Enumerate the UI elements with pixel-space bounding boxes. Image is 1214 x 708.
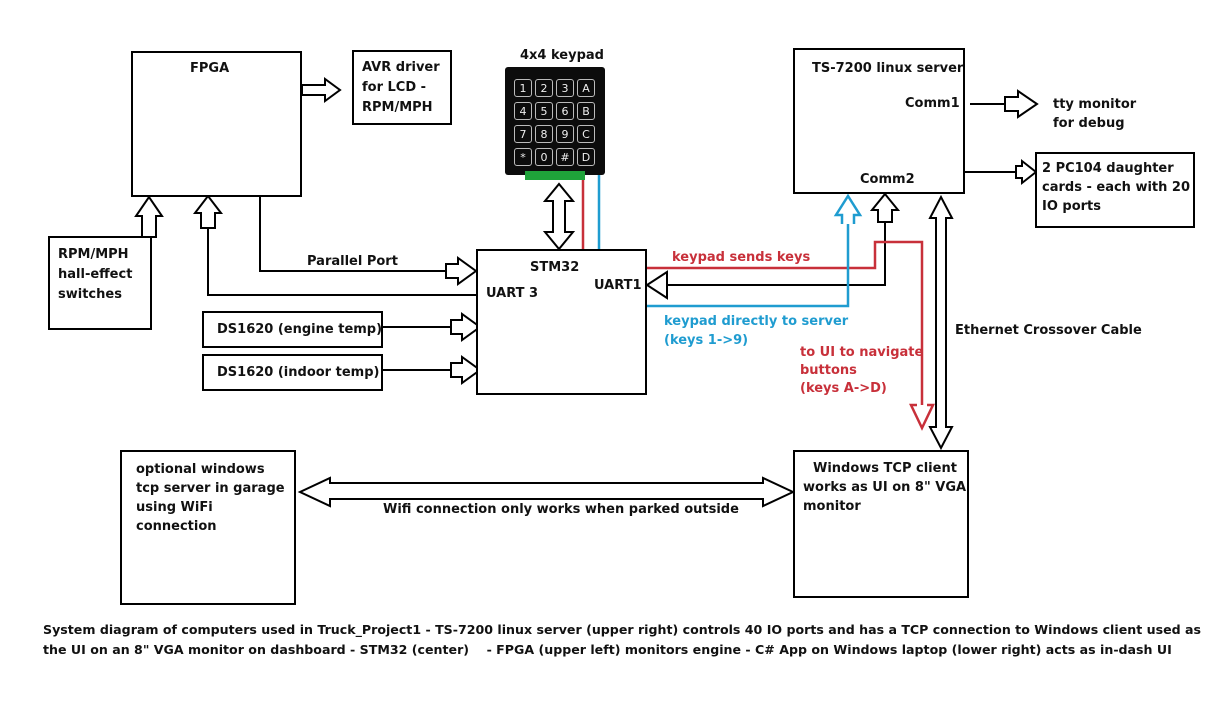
caption-line-1: System diagram of computers used in Truc… [43,622,1202,637]
optional-server-line-3: using WiFi [136,500,213,515]
tty-line-1: tty monitor [1053,97,1137,112]
optional-server-line-2: tcp server in garage [136,481,285,496]
tty-line-2: for debug [1053,116,1125,131]
rpm-line-3: switches [58,287,122,302]
keypad-sends-keys-label: keypad sends keys [672,250,811,265]
to-ui-line-3: (keys A->D) [800,381,887,396]
arrow-indoor-temp [450,355,482,385]
keypad-key: 8 [535,125,553,143]
windows-client-line-2: works as UI on 8" VGA [803,480,967,495]
keypad-key: * [514,148,532,166]
pc104-block [1035,152,1195,228]
keypad-key: 3 [556,79,574,97]
keypad-key: C [577,125,595,143]
caption-line-2: the UI on an 8" VGA monitor on dashboard… [43,642,1172,657]
keypad-key: A [577,79,595,97]
to-ui-line-1: to UI to navigate [800,345,924,360]
pc104-line-1: 2 PC104 daughter [1042,161,1174,176]
avr-driver-block [352,50,452,125]
arrow-wifi [297,476,796,508]
fpga-block [131,51,302,197]
keypad-direct-line-1: keypad directly to server [664,314,849,329]
avr-line-3: RPM/MPH [362,100,433,115]
stm32-title: STM32 [530,260,580,275]
arrow-engine-temp [450,312,482,342]
line-parallel-port [259,197,446,272]
windows-client-line-3: monitor [803,499,861,514]
keypad-direct-line-2: (keys 1->9) [664,333,749,348]
arrow-red-to-ui [909,403,935,431]
keypad-key: 7 [514,125,532,143]
uart1-label: UART1 [594,278,642,293]
keypad-key: 2 [535,79,553,97]
rpm-sensor-block [48,236,152,330]
keypad-title: 4x4 keypad [520,48,604,63]
to-ui-line-2: buttons [800,363,857,378]
comm2-label: Comm2 [860,172,915,187]
keypad-key: 4 [514,102,532,120]
wifi-label: Wifi connection only works when parked o… [383,502,739,517]
stm32-block [476,249,647,395]
keypad-key: 0 [535,148,553,166]
pc104-line-2: cards - each with 20 [1042,180,1191,195]
avr-line-2: for LCD - [362,80,427,95]
line-keypad-to-server [597,175,850,308]
ds1620-indoor-label: DS1620 (indoor temp) [217,365,380,380]
arrow-comm2-up [869,192,901,223]
line-uart3-to-fpga [207,228,476,296]
arrow-keypad-stm32 [542,182,576,251]
keypad-key: 9 [556,125,574,143]
arrow-to-uart1 [645,270,668,300]
ethernet-label: Ethernet Crossover Cable [955,323,1142,338]
optional-server-line-1: optional windows [136,462,265,477]
parallel-port-label: Parallel Port [307,254,398,269]
keypad-key: 5 [535,102,553,120]
ts7200-title: TS-7200 linux server [812,61,964,76]
keypad-key: D [577,148,595,166]
keypad-image [505,67,605,180]
rpm-line-2: hall-effect [58,267,133,282]
arrow-parallel-port [445,256,478,286]
arrow-uart3-to-fpga [192,194,224,229]
fpga-title: FPGA [190,61,230,76]
ds1620-engine-label: DS1620 (engine temp) [217,322,383,337]
optional-server-block [120,450,296,605]
arrow-ts7200-pc104 [1015,158,1038,186]
ds1620-engine-block [202,311,383,348]
comm1-label: Comm1 [905,96,960,111]
avr-line-1: AVR driver [362,60,440,75]
optional-server-line-4: connection [136,519,217,534]
arrow-blue-to-comm2 [833,193,863,224]
keypad-key: 6 [556,102,574,120]
uart3-label: UART 3 [486,286,539,301]
keypad-key: 1 [514,79,532,97]
ds1620-indoor-block [202,354,383,391]
arrow-rpm-to-fpga [134,195,164,238]
arrow-comm1-tty [1004,89,1039,119]
windows-client-line-1: Windows TCP client [813,461,957,476]
rpm-line-1: RPM/MPH [58,247,129,262]
windows-client-block [793,450,969,598]
pc104-line-3: IO ports [1042,199,1102,214]
keypad-key: # [556,148,574,166]
arrow-fpga-to-avr [301,77,342,103]
arrow-ethernet [928,194,954,451]
keypad-key: B [577,102,595,120]
keypad-connector [525,171,585,180]
ts7200-server-block [793,48,965,194]
